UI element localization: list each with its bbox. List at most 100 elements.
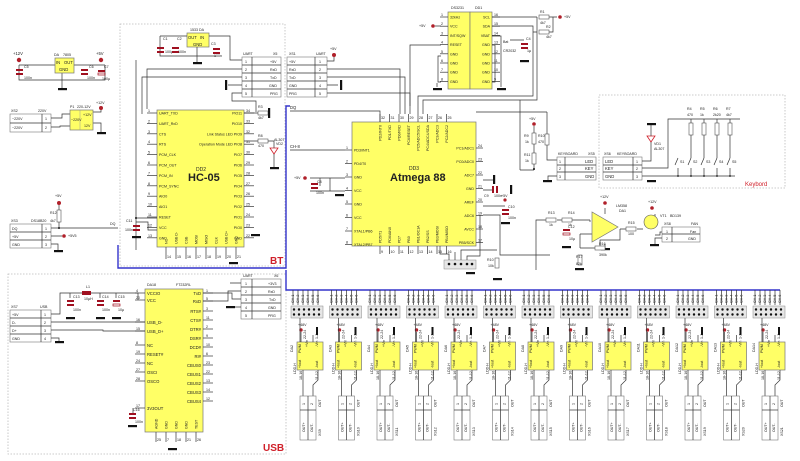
connector-pin: 1 [245, 282, 247, 286]
connector-row-label: OUT+ [379, 422, 383, 432]
value-label: 10µH [84, 297, 93, 301]
pin-name: PC5/ADC5/SCL [417, 125, 421, 151]
pin-number: 3 [206, 307, 208, 311]
value-label: 100µ [165, 50, 173, 54]
ground-icon [58, 88, 67, 91]
pin-number: 1 [346, 146, 348, 150]
connector-row-label: OUT+ [418, 422, 422, 432]
pin-number: 2 [206, 325, 208, 329]
pin-number: 30 [246, 151, 250, 155]
pin-number: 12 [206, 397, 210, 401]
net-label: CH-8 [290, 144, 300, 149]
pin-number: 11-12 [315, 371, 319, 380]
connector-pin: 3 [245, 298, 247, 302]
connector-ref: XS16 [588, 427, 592, 436]
resistor-icon [714, 122, 720, 136]
pin-name: OSCI [147, 370, 157, 375]
value-label: 1k [700, 113, 704, 117]
driver-body [450, 341, 478, 371]
bus-channel-label: CH-6 [663, 295, 667, 303]
pin-number: 29 [246, 161, 250, 165]
connector-row-label: OUT+ [533, 422, 537, 432]
pin-name: +Vin [652, 340, 656, 347]
part-label: AL307 [654, 147, 664, 151]
pin-number: 11-12 [623, 371, 627, 380]
bus-channel-label: CH-1 [676, 295, 680, 303]
power-flag-icon [332, 53, 336, 57]
connector-title: USB [40, 305, 48, 309]
ground-icon [662, 327, 665, 335]
pin-name: -Iout [739, 361, 743, 368]
driver-body [681, 341, 709, 371]
bus-channel-label: CH-4 [383, 295, 387, 303]
pin-name: CBUS4 [187, 399, 202, 404]
bus-channel-label: CH-5 [311, 295, 315, 303]
value-label: 100n [214, 54, 222, 58]
power-flag-icon [16, 57, 22, 63]
driver-body [489, 341, 516, 371]
value-label: 4k7 [546, 35, 552, 39]
psu-module [69, 109, 94, 131]
pin-number: 28 [419, 116, 423, 120]
pin-name: Link Status LED PIO9 [207, 132, 242, 136]
pin-number: 6 [206, 352, 208, 356]
ref-label: DA [54, 53, 60, 57]
pin-number: 3 [346, 173, 348, 177]
connector-row-label: KEY [605, 166, 614, 171]
connector-row-label: OUT- [503, 423, 507, 432]
pin-name: +Iout [760, 360, 764, 368]
resistor-icon [544, 133, 550, 146]
bus-channel-label: CH-5 [350, 295, 354, 303]
pin-number: 15 [136, 327, 140, 331]
pin-name: -Iout [623, 361, 627, 368]
bus-channel-label: CH-6 [470, 295, 474, 303]
value-label: 100n [125, 228, 133, 232]
pin-name: GND [482, 80, 490, 84]
connector-row-label: PRG [270, 92, 278, 96]
pin-number: 22-24 [650, 330, 654, 339]
ref-label: C3 [211, 42, 216, 46]
resistor-icon [257, 110, 269, 116]
resistor-icon [494, 257, 500, 269]
ground-icon [433, 88, 442, 91]
connector-title: KEYBOARD [617, 152, 637, 156]
pin-number: 24 [136, 359, 140, 363]
chip-ref: DD2 [196, 167, 206, 173]
chip-name: HC-05 [188, 172, 220, 184]
pin-number: 17 [197, 255, 201, 259]
ground-icon [96, 317, 105, 320]
pin-name: PWM [760, 344, 764, 353]
bus-channel-label: CH-3 [378, 295, 382, 303]
pin-name: Operation Mode LED PIO8 [199, 143, 242, 147]
pin-number: 16 [136, 318, 140, 322]
net-label: +48V [491, 323, 500, 327]
ground-icon [497, 88, 506, 91]
ref-label: R5 [700, 107, 705, 111]
value-label: 100n [102, 308, 110, 312]
bus-channel-label: CH-2 [296, 295, 300, 303]
connector-row-label: D- [12, 321, 17, 325]
connector-row-label: OUT+ [572, 422, 576, 432]
connector-pin: 1 [302, 403, 306, 405]
driver-ref: DA10 [598, 343, 602, 352]
pin-number: 3 [148, 130, 150, 134]
bus-channel-label: CH-5 [735, 295, 739, 303]
bus-channel-label: CH-1 [715, 295, 719, 303]
ref-label: R7 [726, 107, 731, 111]
driver-body [643, 341, 670, 371]
pin-number: 32 [246, 130, 250, 134]
bus-channel-label: CH-1 [407, 295, 411, 303]
regulator-body [54, 57, 75, 74]
pin-name: PIO1 [234, 216, 242, 220]
pin-number: 18-16 [415, 371, 419, 380]
value-label: 470 [687, 113, 693, 117]
pin-number: 22-24 [688, 330, 692, 339]
bus-channel-label: CH-1 [753, 295, 757, 303]
pin-name: PIO7 [234, 153, 242, 157]
pin-name: PWM [683, 344, 687, 353]
driver-ref: DA5 [406, 345, 410, 352]
bus-channel-label: CH-6 [355, 295, 359, 303]
ref-label: C13 [73, 295, 80, 299]
value-label: 10µ [118, 308, 124, 312]
